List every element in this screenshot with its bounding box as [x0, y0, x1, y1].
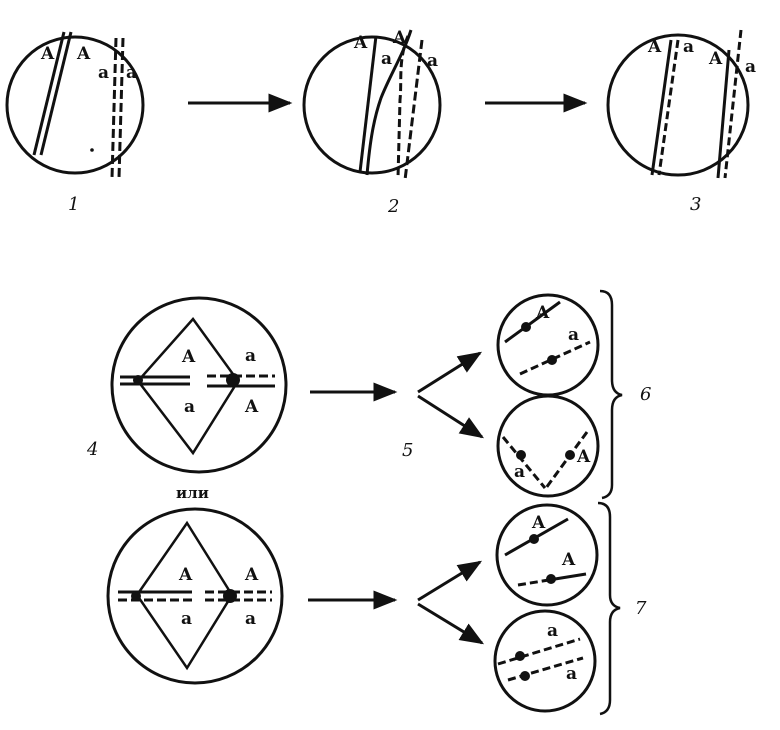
speck [90, 148, 94, 152]
cell-3-allele: a [683, 37, 694, 57]
cell-3-chromatid-dashed-1 [657, 39, 680, 176]
cell-1-chromatid-dashed-2 [117, 37, 125, 179]
cell-2-allele: a [381, 49, 392, 69]
daughter-allele: A [561, 550, 576, 570]
daughter-cell-6b: a A [496, 394, 600, 498]
stage-label-2: 2 [387, 196, 399, 217]
daughter-membrane [496, 394, 600, 498]
stage-label-3: 3 [690, 194, 701, 215]
centromere [521, 322, 531, 332]
centromere [133, 375, 143, 385]
cell-1-allele: a [98, 63, 109, 83]
chromosome-solid [554, 572, 587, 581]
cell-3-membrane [606, 33, 750, 177]
cell-4-allele: a [184, 397, 195, 417]
stage-label-7: 7 [635, 598, 647, 619]
chromosome-dashed [497, 637, 581, 666]
centromere [226, 373, 240, 387]
cell-4-allele: a [245, 346, 256, 366]
chromosome-solid [504, 300, 561, 344]
daughter-allele: a [566, 664, 577, 684]
brace-6 [599, 289, 623, 500]
spindle [136, 317, 240, 456]
daughter-allele: a [547, 621, 558, 641]
daughter-cell-6a: A a [496, 293, 600, 397]
cell-2-allele: a [427, 51, 438, 71]
cell-3-chromatid-solid-2 [716, 49, 731, 179]
centromere [546, 574, 556, 584]
cell-4-allele: A [244, 397, 259, 417]
centromere [131, 591, 141, 601]
cell-2-allele: A [392, 28, 407, 48]
cell-1-membrane [5, 35, 145, 175]
centromere [520, 671, 530, 681]
cell-3-allele: A [647, 37, 662, 57]
cell-4-lower-membrane [106, 507, 284, 685]
cell-1-chromatid-solid-1 [32, 31, 66, 156]
cell-2: A A a a [302, 28, 442, 181]
cell-2-allele: A [353, 33, 368, 53]
chromosome-dashed [501, 436, 547, 489]
cell-1-chromatid-solid-2 [39, 31, 73, 156]
daughter-cell-7a: A A [495, 503, 599, 607]
or-text: или [176, 484, 209, 502]
centromere [529, 534, 539, 544]
cell-1: A A a a [5, 31, 145, 179]
daughter-membrane [493, 609, 597, 713]
cell-4-lower-allele: A [244, 565, 259, 585]
cell-1-allele: A [40, 44, 55, 64]
brace-7 [597, 501, 621, 716]
cell-4-lower-allele: a [181, 609, 192, 629]
spindle [135, 520, 234, 671]
centromere [516, 450, 526, 460]
cell-3-chromatid-dashed-2 [723, 29, 743, 179]
cell-4-upper-membrane [110, 296, 288, 474]
arrow-split-up [417, 560, 483, 602]
cell-2-chromatid-dashed [403, 39, 424, 181]
cell-4-lower-allele: A [178, 565, 193, 585]
arrow-split-down [417, 394, 485, 439]
daughter-allele: A [535, 303, 550, 323]
stage-label-6: 6 [640, 384, 651, 405]
cell-4-lower-allele: a [245, 609, 256, 629]
cell-4-lower: A a A a [106, 507, 284, 685]
cell-4-allele: A [181, 347, 196, 367]
cell-3-allele: a [745, 57, 756, 77]
daughter-cell-7b: a a [493, 609, 597, 713]
cell-1-allele: a [126, 63, 137, 83]
daughter-allele: a [514, 462, 525, 482]
stage-label-5: 5 [402, 440, 413, 461]
cell-1-allele: A [76, 44, 91, 64]
arrow-split-up [417, 351, 483, 394]
daughter-allele: A [531, 513, 546, 533]
centromere [547, 355, 557, 365]
centromere [565, 450, 575, 460]
centromere [515, 651, 525, 661]
daughter-allele: A [576, 447, 591, 467]
cell-3: A a A a [606, 29, 756, 179]
cell-2-chromatid-solid [358, 35, 378, 173]
stage-label-4: 4 [86, 439, 98, 460]
cell-2-crossing-dashed [396, 35, 410, 179]
centromere [223, 589, 237, 603]
cell-3-allele: A [708, 49, 723, 69]
cell-1-chromatid-dashed-1 [110, 37, 118, 179]
cell-2-membrane [302, 35, 442, 175]
daughter-membrane [495, 503, 599, 607]
daughter-allele: a [568, 325, 579, 345]
cell-3-chromatid-solid-1 [650, 39, 673, 176]
stage-label-1: 1 [68, 194, 79, 215]
arrow-split-down [417, 602, 485, 645]
cell-4-upper: A a a A [110, 296, 288, 474]
